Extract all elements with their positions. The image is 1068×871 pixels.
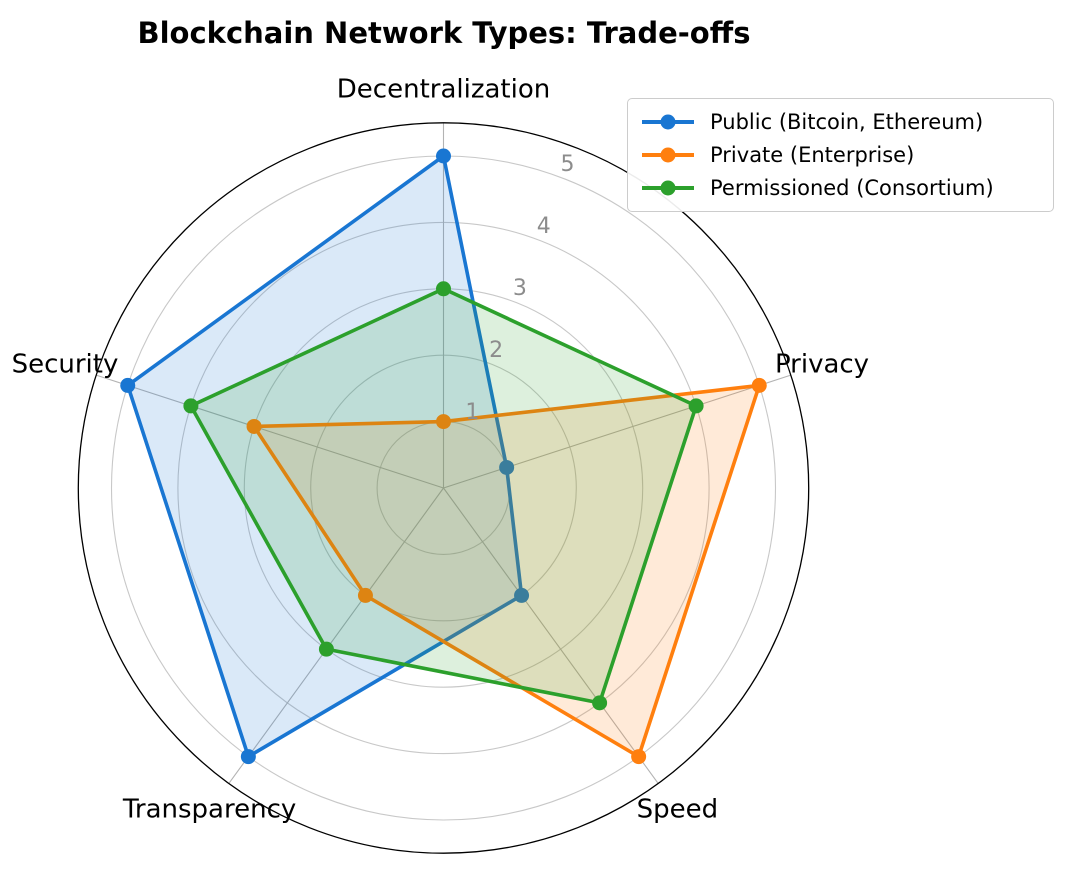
axis-label: Speed [637, 794, 719, 824]
legend-entry: Public (Bitcoin, Ethereum) [640, 110, 1043, 134]
legend: Public (Bitcoin, Ethereum) Private (Ente… [627, 98, 1054, 212]
legend-entry: Permissioned (Consortium) [640, 176, 1043, 200]
chart-title: Blockchain Network Types: Trade-offs [137, 16, 751, 50]
legend-label: Permissioned (Consortium) [710, 176, 994, 201]
radial-tick-label: 5 [560, 152, 574, 177]
radial-tick-label: 2 [489, 338, 503, 363]
radial-tick-label: 1 [465, 400, 479, 425]
legend-line-marker-icon [642, 147, 694, 163]
legend-label: Public (Bitcoin, Ethereum) [710, 109, 984, 134]
axis-label: Security [12, 350, 119, 380]
axis-label: Transparency [122, 794, 296, 824]
legend-entry: Private (Enterprise) [640, 143, 1043, 167]
radial-tick-label: 3 [513, 276, 527, 301]
legend-line-marker-icon [642, 114, 694, 130]
axis-label: Privacy [775, 350, 869, 380]
axis-label: Decentralization [337, 75, 550, 105]
legend-label: Private (Enterprise) [710, 142, 915, 167]
radial-tick-label: 4 [537, 214, 551, 239]
legend-line-marker-icon [642, 180, 694, 196]
